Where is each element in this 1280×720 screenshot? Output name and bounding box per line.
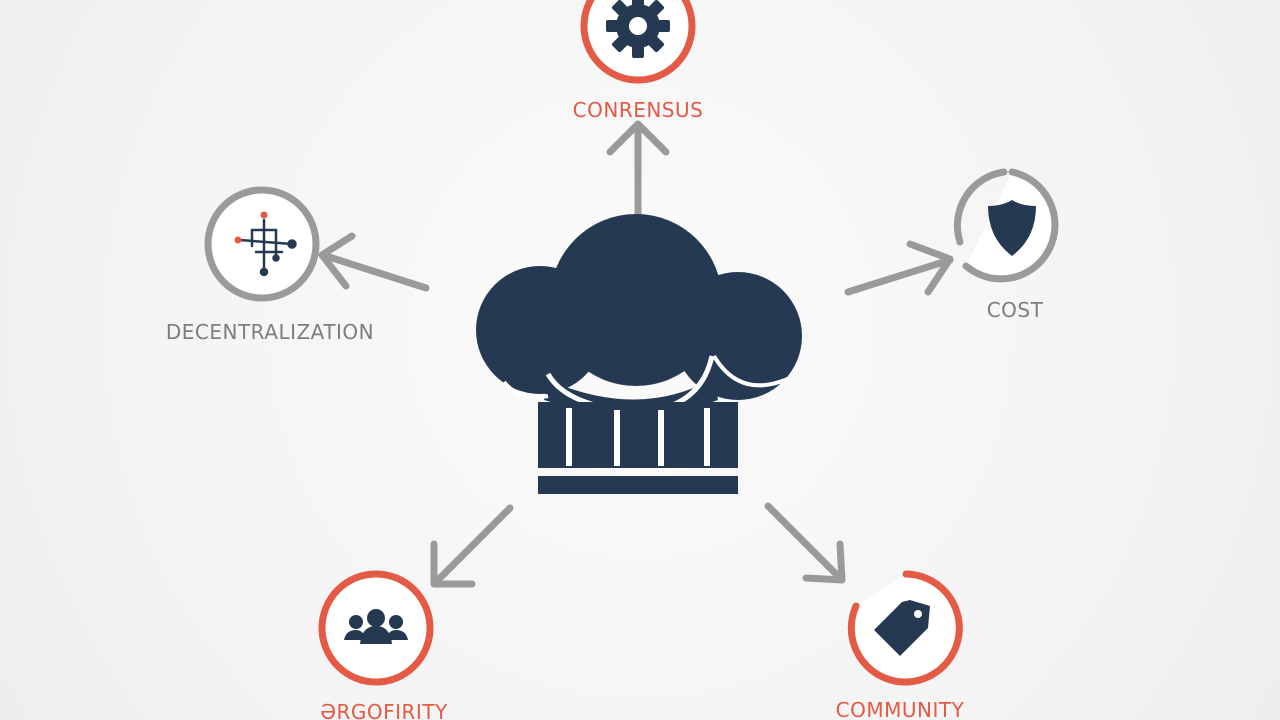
node-decentralization <box>204 186 320 302</box>
node-community <box>847 570 963 686</box>
arrow-to-consensus <box>606 120 670 222</box>
arrow-to-decentralization <box>318 232 430 292</box>
gear-icon <box>606 0 670 58</box>
price-tag-hole <box>914 610 922 618</box>
arrow-to-cost <box>844 240 954 296</box>
node-cost <box>953 168 1059 283</box>
network-graph-icon <box>238 218 297 277</box>
arrow-to-community <box>764 502 846 584</box>
network-node-dot <box>234 236 242 244</box>
network-node-dot <box>260 211 268 219</box>
label-community: COMMUNITY <box>835 698 965 720</box>
people-group-icon <box>344 609 408 644</box>
node-security <box>318 570 434 686</box>
arrows <box>318 120 954 588</box>
arrow-to-security <box>430 504 514 588</box>
shield-icon <box>988 200 1036 256</box>
label-security: ƏRGOFIRITY <box>320 700 448 720</box>
node-consensus <box>580 0 696 84</box>
label-decentralization: DECENTRALIZATION <box>165 320 375 344</box>
chef-hat-icon <box>476 214 802 494</box>
label-cost: COST <box>986 298 1044 322</box>
label-consensus: CONRENSUS <box>572 98 704 122</box>
